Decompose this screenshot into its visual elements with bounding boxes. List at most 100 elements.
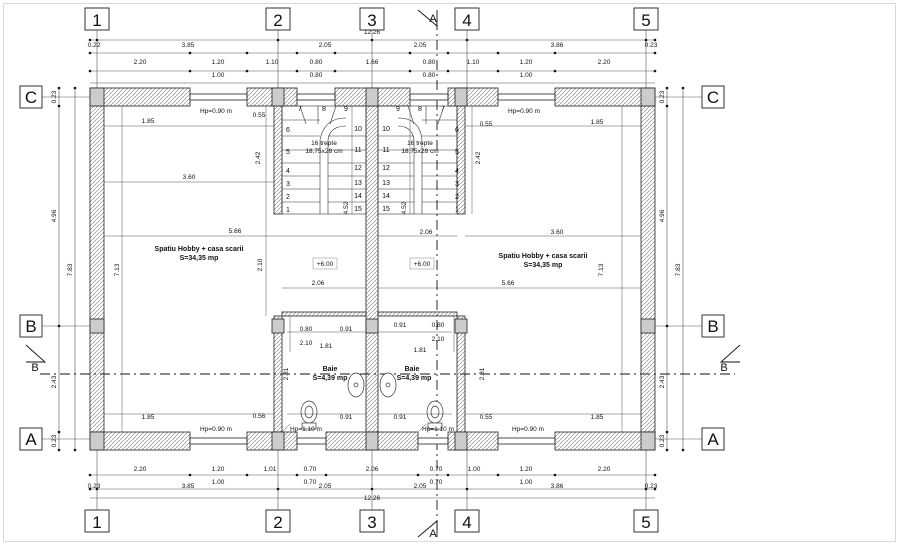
dim-bot-total: 12.26 [364,495,381,502]
step-left-l-4: 2 [286,194,290,201]
dimension-texts-right: 0.23 4.96 7.83 2.43 0.23 [659,90,682,447]
d210-br: 2.10 [432,336,445,343]
step-right-r-3: 3 [455,181,459,188]
d181-l: 1.81 [320,343,333,350]
d281-l: 2.81 [283,367,290,380]
step-right-l-2: 12 [382,165,390,172]
level-left: +6.00 [317,261,334,268]
grid-row-b-right: B [707,317,718,336]
hp-bot-mid1: Hp=1.10 m [290,426,322,433]
dim-top-r3-0: 1.00 [212,72,225,79]
step-right-r-4: 2 [455,194,459,201]
dim-right-b: 4.96 [659,209,666,222]
step-left-l-3: 3 [286,181,290,188]
dim-left-c: 7.83 [67,263,74,276]
step-left-r-3: 13 [354,180,362,187]
hp-bot-mid2: Hp=1.10 m [422,426,454,433]
d206-b: 2.06 [312,280,325,287]
dim-bot-r3-3: 2.05 [414,483,427,490]
dim-top-r1-5: 0.23 [645,42,658,49]
dim-bot-r2-0: 1.00 [212,479,225,486]
d080-r: 0.80 [432,322,445,329]
grid-axis-labels-left: C B A [19,85,43,451]
level-right: +6.00 [414,261,431,268]
step-right-r-0: 6 [455,127,459,134]
dim-bot-r1-5: 0.70 [430,466,443,473]
d080-l: 0.80 [300,326,313,333]
dim-left-e: 0.23 [51,434,58,447]
step-right-l-4: 14 [382,193,390,200]
dim-bot-r3-0: 0.23 [88,483,101,490]
stairs-left [281,105,367,215]
dim-bot-r3-1: 3.85 [182,483,195,490]
d242-r: 2.42 [475,151,482,164]
section-b-right: B [720,362,727,374]
step-left-l-1: 5 [286,149,290,156]
room-hobby-right-area: S=34,35 mp [524,262,563,269]
dim-bot-r2-1: 0.70 [304,479,317,486]
stair-numbers-right: 9 8 7 10 11 12 13 14 15 6 5 4 3 2 1 [382,106,459,214]
dim-top-r2-3: 0.80 [310,59,323,66]
grid-row-b-left: B [25,317,36,336]
d185-tr: 1.85 [591,119,604,126]
d566-l: 5.66 [229,228,242,235]
dim-bot-r3-4: 3.86 [551,483,564,490]
stair-right-label1: 16 trepte [407,140,433,147]
dim-top-r3-3: 1.00 [520,72,533,79]
dim-top-r2-0: 2.20 [134,59,147,66]
grid-col-4-top: 4 [462,11,471,30]
grid-axis-labels-right: C B A [701,85,725,451]
hp-bot-right: Hp=0.90 m [512,426,544,433]
d181-r: 1.81 [414,347,427,354]
room-hobby-right-name: Spatiu Hobby + casa scarii [499,253,588,260]
dimension-texts-top: 12.26 0.22 3.85 2.05 2.05 3.86 0.23 2.20… [88,29,658,79]
dim-bot-r1-1: 1.20 [212,466,225,473]
dim-top-r3-2: 0.80 [423,72,436,79]
dim-bot-r1-8: 2.20 [598,466,611,473]
dim-bot-r1-2: 1.01 [264,466,277,473]
d185-tl: 1.85 [142,118,155,125]
dim-bot-r2-3: 1.00 [520,479,533,486]
room-bath-right-area: S=4,39 mp [397,375,432,382]
dim-bot-r1-4: 2.06 [366,466,379,473]
step-left-l-5: 1 [286,207,290,214]
d206-a: 2.06 [420,229,433,236]
dim-bot-r3-5: 0.23 [645,483,658,490]
dim-bot-r3-2: 2.05 [319,483,332,490]
dim-left-b: 4.96 [51,209,58,222]
inner-dimension-texts: Hp=0.90 m Hp=0.90 m Hp=0.90 m Hp=0.90 m … [114,108,605,433]
dimension-ticks [57,38,685,491]
dim-bot-r1-0: 2.20 [134,466,147,473]
step-right-r-2: 4 [455,168,459,175]
dim-right-c: 7.83 [675,263,682,276]
dim-top-r1-1: 3.85 [182,42,195,49]
step-right-l-5: 15 [382,206,390,213]
step-left-r-1: 11 [354,147,361,154]
section-b-left: B [31,362,38,374]
hp-top-left: Hp=0.90 m [200,108,232,115]
d281-r: 2.81 [479,367,486,380]
step-left-top-1: 8 [322,106,326,113]
step-left-l-2: 4 [286,168,290,175]
dim-top-r1-0: 0.22 [88,42,101,49]
d055-br: 0.55 [480,414,493,421]
d091-r: 0.91 [394,322,407,329]
dim-top-r2-1: 1.20 [212,59,225,66]
room-hobby-left-name: Spatiu Hobby + casa scarii [155,246,244,253]
dim-top-r1-2: 2.05 [319,42,332,49]
step-right-r-1: 5 [455,149,459,156]
stair-right-label2: 18,75x28 cm [401,148,438,155]
dim-top-r1-4: 3.86 [551,42,564,49]
grid-col-5-bottom: 5 [641,513,650,532]
section-labels: A A B B [31,13,727,540]
step-right-r-5: 1 [455,207,459,214]
step-left-l-0: 6 [286,127,290,134]
hp-top-right: Hp=0.90 m [508,108,540,115]
grid-col-1-top: 1 [92,11,101,30]
step-left-r-2: 12 [354,165,362,172]
d056-l: 0.56 [253,413,266,420]
grid-row-c-right: C [707,88,719,107]
d242-l: 2.42 [255,151,262,164]
grid-axis-labels-top: 1 2 3 4 5 [84,7,659,31]
dim-bot-r1-6: 1.00 [468,466,481,473]
